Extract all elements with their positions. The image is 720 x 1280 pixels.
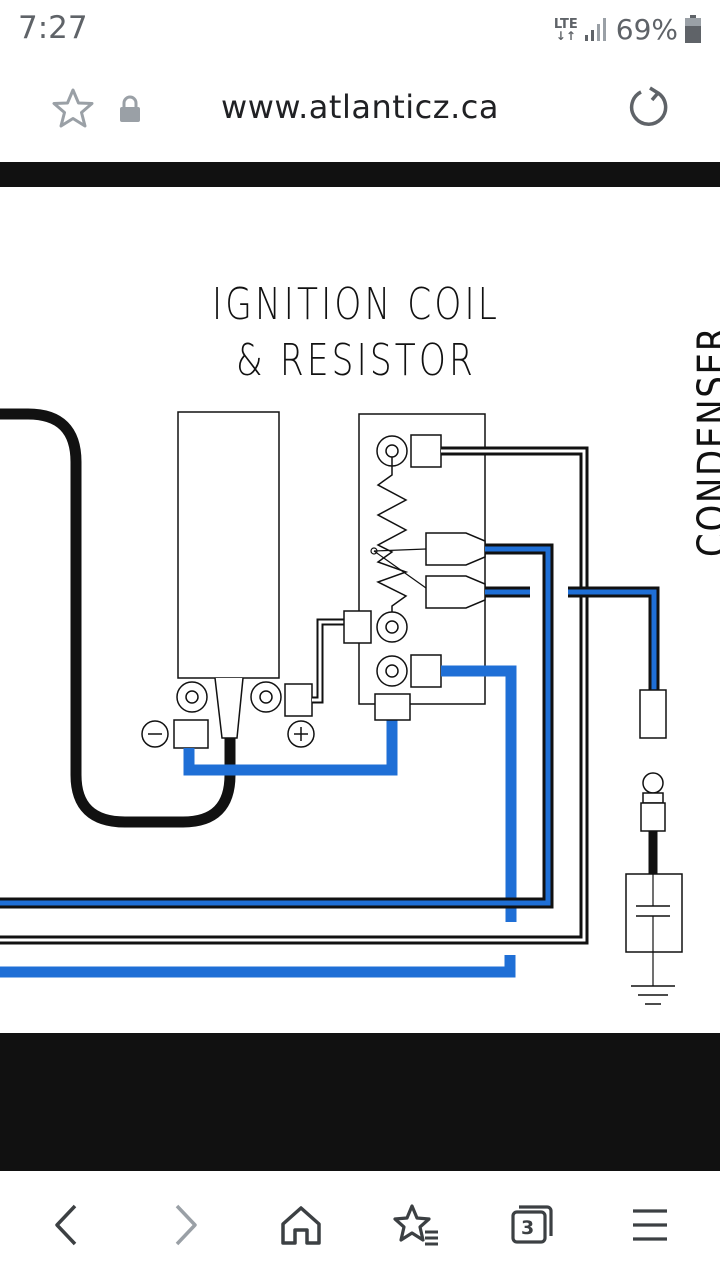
battery-percent: 69% [615,12,678,46]
status-indicators: LTE ↓↑ 69% [554,10,702,48]
status-bar: 7:27 LTE ↓↑ 69% [0,0,720,58]
star-icon[interactable] [50,86,96,132]
battery-icon [685,15,701,43]
forward-button[interactable] [154,1193,218,1257]
data-arrows-icon: ↓↑ [555,28,576,43]
diagram-title-line1: IGNITION COIL [212,279,500,330]
bookmarks-button[interactable] [384,1193,448,1257]
reload-icon[interactable] [624,84,672,132]
home-icon [281,1206,321,1245]
network-type: LTE ↓↑ [553,16,578,43]
diagram-title-line2: & RESISTOR [236,335,476,386]
tabs-icon [511,1205,553,1244]
page-top-band [0,162,720,187]
browser-nav-bar: 3 [0,1171,720,1280]
condenser-label: CONDENSER [690,325,720,557]
url-field[interactable]: www.atlanticz.ca [221,88,499,126]
browser-toolbar: www.atlanticz.ca [0,58,720,162]
tabs-button[interactable]: 3 [499,1193,563,1257]
bookmarks-icon [393,1204,438,1246]
wiring-diagram: IGNITION COIL & RESISTOR CONDENSER [0,187,720,1033]
chevron-left-icon [55,1204,77,1246]
tab-count: 3 [521,1217,535,1239]
status-time: 7:27 [18,10,88,46]
network-label: LTE [553,16,578,32]
back-button[interactable] [34,1193,98,1257]
menu-icon [633,1209,667,1241]
diagram-drawing [0,408,683,1005]
menu-button[interactable] [618,1193,682,1257]
chevron-right-icon [175,1204,197,1246]
signal-icon [584,18,606,41]
page-bottom-band [0,1033,720,1171]
home-button[interactable] [269,1193,333,1257]
lock-icon [120,95,140,122]
